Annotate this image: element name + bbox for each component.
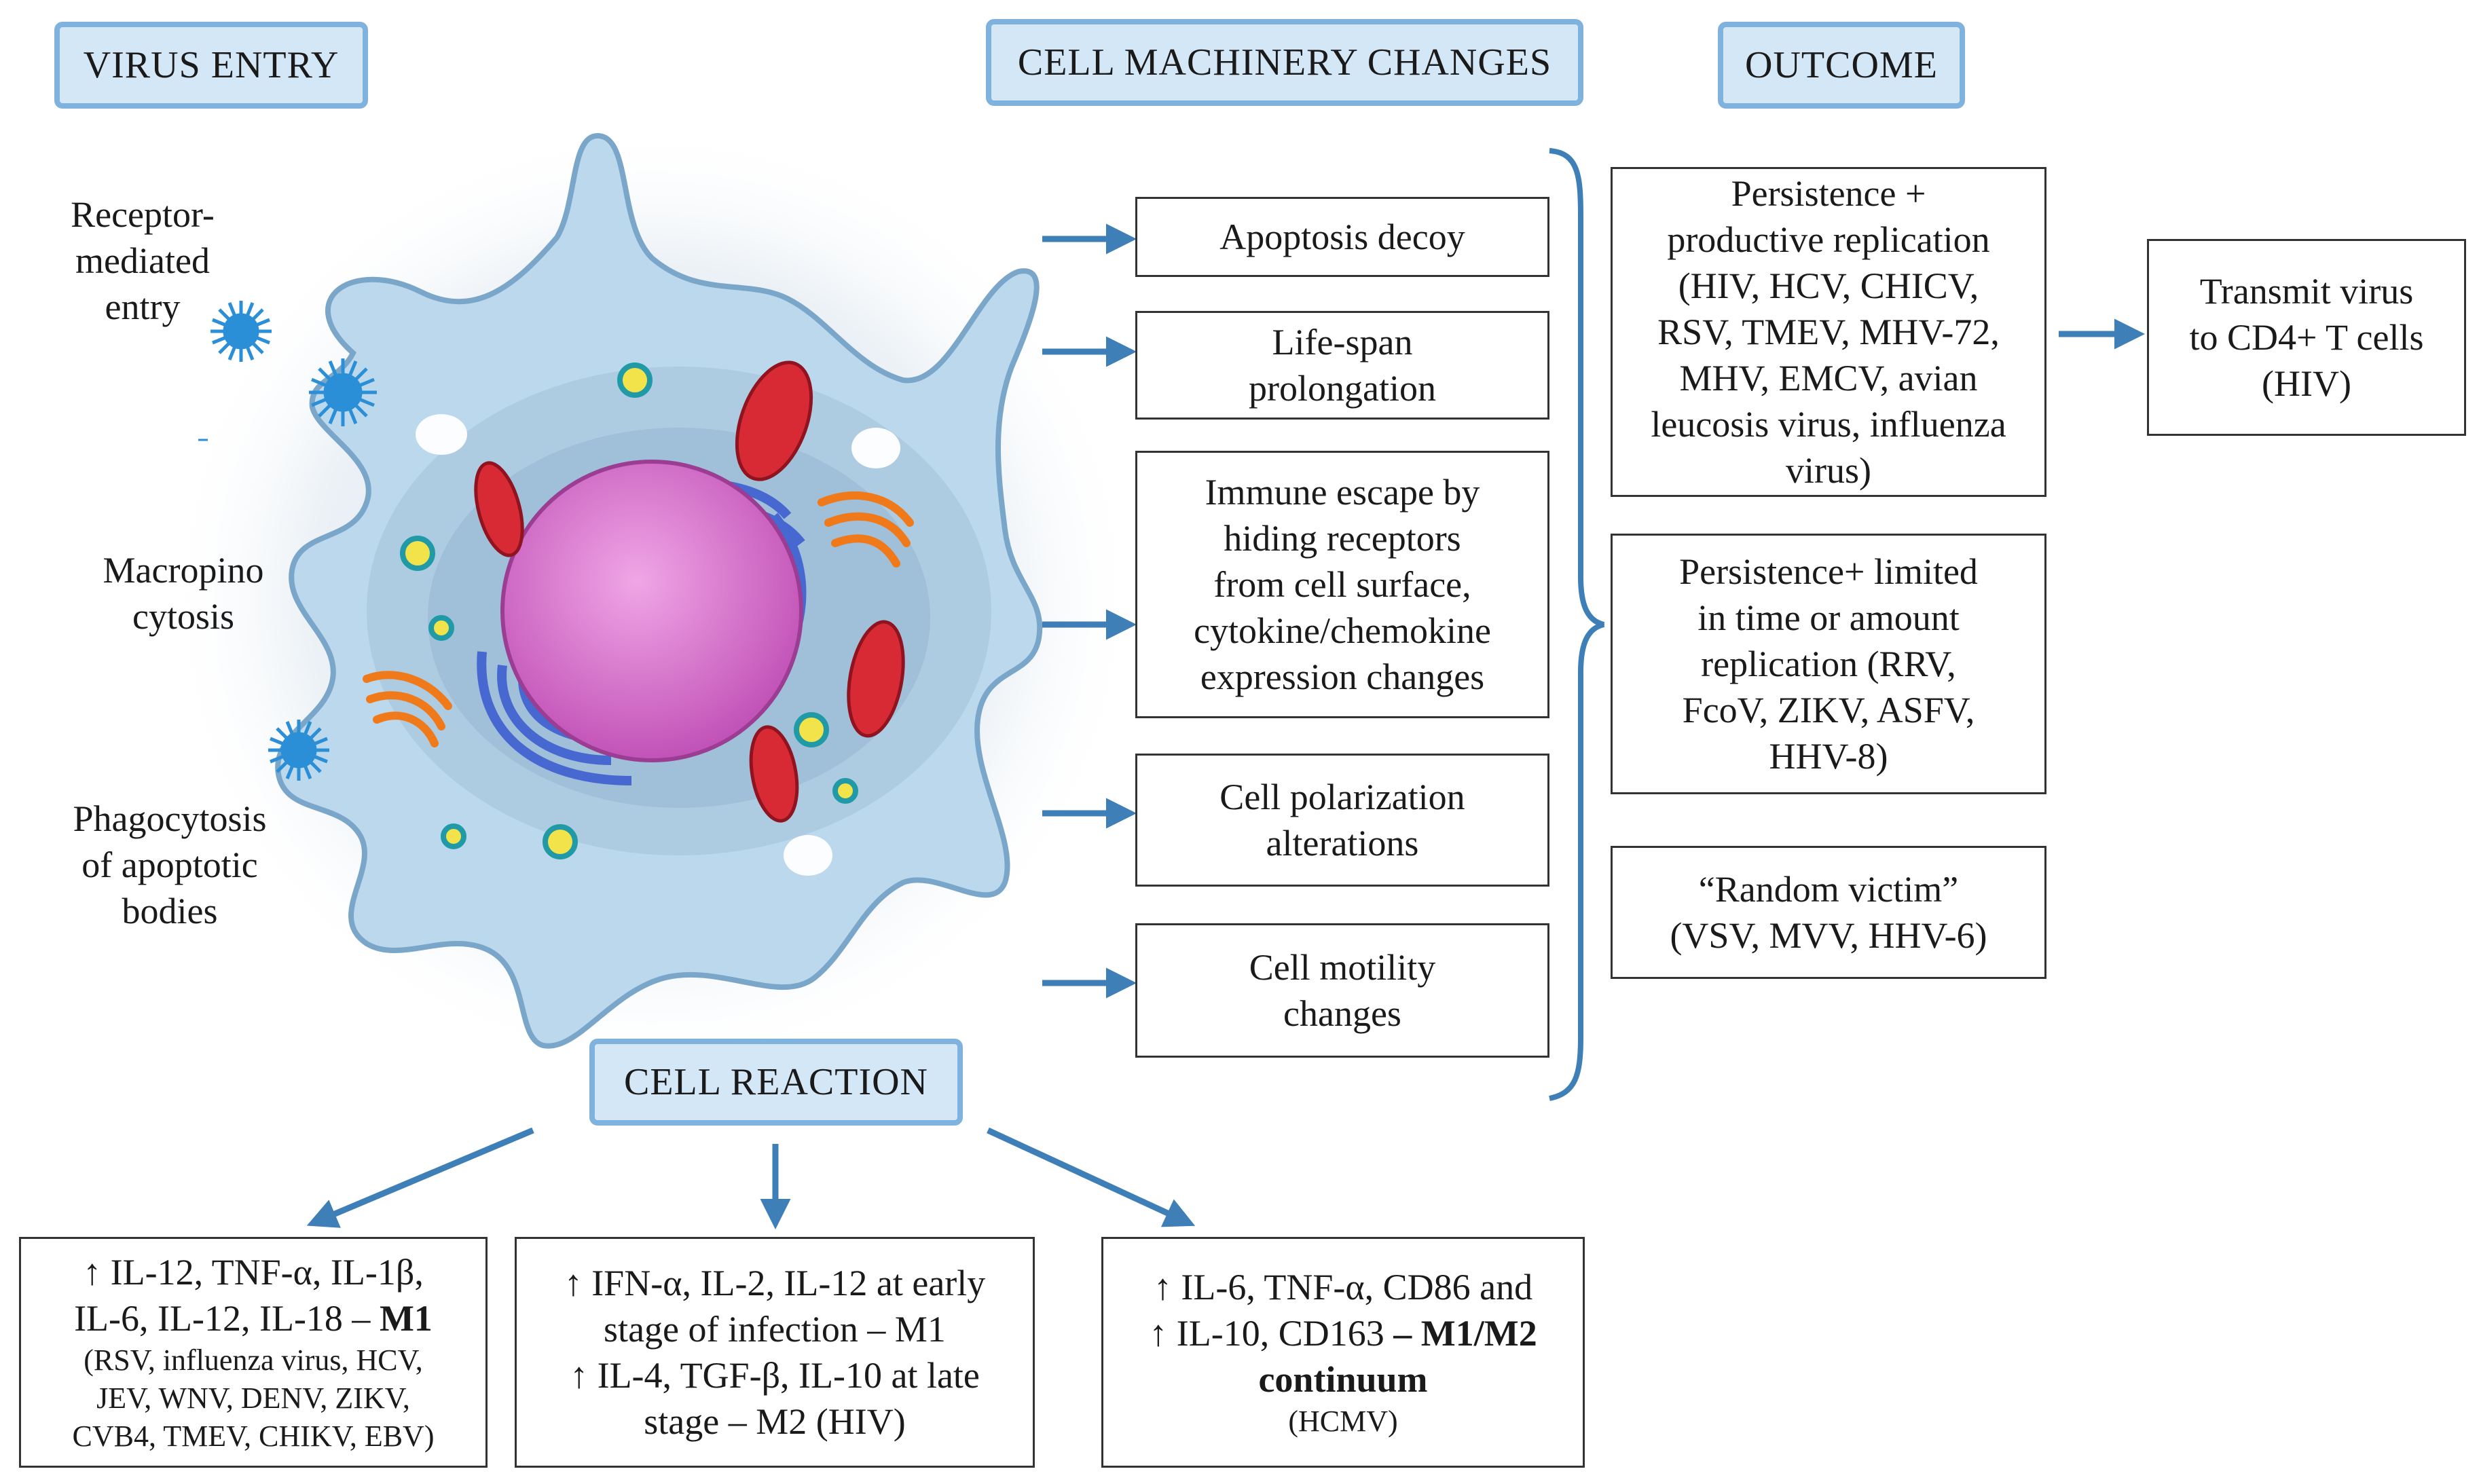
box-outcome-limited-replication: Persistence+ limited in time or amount r… [1611, 534, 2046, 794]
box-outcome-productive-replication: Persistence + productive replication (HI… [1611, 167, 2046, 497]
box-reaction-m1-m2-continuum: ↑ IL-6, TNF-α, CD86 and ↑ IL-10, CD163 –… [1101, 1237, 1585, 1468]
label-macropinocytosis: Macropino cytosis [103, 550, 264, 637]
label-receptor-mediated-entry: Receptor- mediated entry [71, 194, 215, 327]
header-cell-machinery-changes: CELL MACHINERY CHANGES [986, 19, 1583, 106]
box-reaction-m1: ↑ IL-12, TNF-α, IL-1β, IL-6, IL-12, IL-1… [19, 1237, 488, 1468]
box-cell-polarization: Cell polarization alterations [1135, 754, 1549, 887]
nucleus [500, 460, 803, 762]
label-phagocytosis-apoptotic-bodies: Phagocytosis of apoptotic bodies [73, 798, 267, 931]
mitochondria [474, 360, 905, 823]
header-cell-reaction: CELL REACTION [589, 1039, 963, 1126]
box-outcome-random-victim: “Random victim” (VSV, MVV, HHV-6) [1611, 846, 2046, 979]
header-outcome: OUTCOME [1718, 22, 1965, 109]
box-apoptosis-decoy: Apoptosis decoy [1135, 197, 1549, 277]
machinery-arrows [306, 223, 2145, 1229]
golgi-apparatus [363, 491, 914, 747]
outcome-brace [1549, 148, 1605, 1101]
box-life-span-prolongation: Life-span prolongation [1135, 311, 1549, 420]
box-reaction-m1-m2-hiv: ↑ IFN-α, IL-2, IL-12 at early stage of i… [515, 1237, 1035, 1468]
header-virus-entry: VIRUS ENTRY [54, 22, 368, 109]
vesicles [400, 363, 858, 859]
box-immune-escape: Immune escape by hiding receptors from c… [1135, 451, 1549, 718]
virus-particles [198, 301, 377, 781]
macrophage-cell-illustration [163, 122, 1141, 1073]
box-transmit-virus: Transmit virus to CD4+ T cells (HIV) [2147, 239, 2466, 436]
box-cell-motility: Cell motility changes [1135, 923, 1549, 1058]
